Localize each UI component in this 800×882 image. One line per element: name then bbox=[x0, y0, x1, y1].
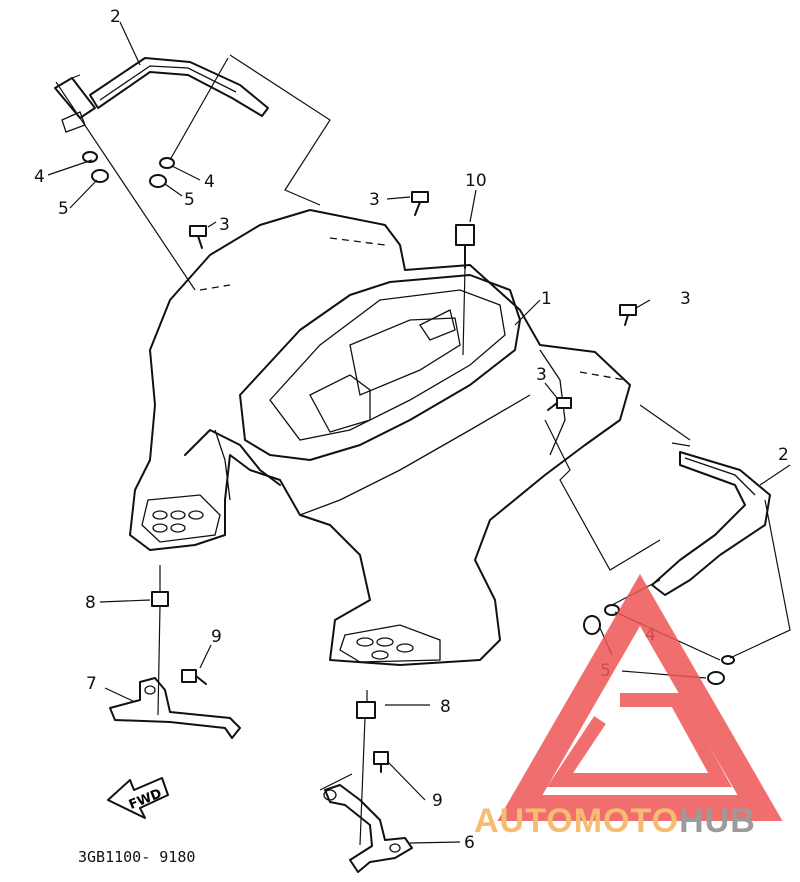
callout-3-right: 3 bbox=[680, 289, 691, 309]
bracket-7 bbox=[109, 677, 241, 739]
callout-3-left: 3 bbox=[219, 215, 230, 235]
callout-5-left: 5 bbox=[58, 199, 69, 219]
callout-2-left: 2 bbox=[110, 7, 121, 27]
right-guard bbox=[651, 442, 771, 596]
bolt-10 bbox=[455, 224, 475, 269]
drawing-code: 3GB1100- 9180 bbox=[78, 848, 195, 866]
callout-4-mid: 4 bbox=[204, 172, 215, 192]
watermark-logo-icon bbox=[497, 573, 783, 821]
screw-9-right bbox=[373, 751, 389, 773]
brand-part-auto: AUTO bbox=[474, 802, 574, 840]
callout-8-right: 8 bbox=[440, 697, 451, 717]
callout-6: 6 bbox=[464, 833, 475, 853]
callout-10: 10 bbox=[465, 171, 487, 191]
callout-3-mid: 3 bbox=[536, 365, 547, 385]
front-fender-body bbox=[129, 209, 631, 666]
bolt-3-top bbox=[411, 191, 429, 216]
callout-5-mid: 5 bbox=[184, 190, 195, 210]
callout-7: 7 bbox=[86, 674, 97, 694]
grommet-8-left bbox=[151, 591, 169, 607]
callout-2-right: 2 bbox=[778, 445, 789, 465]
callout-4-left: 4 bbox=[34, 167, 45, 187]
callout-1: 1 bbox=[541, 289, 552, 309]
nut-5-left bbox=[91, 169, 109, 183]
bracket-6 bbox=[323, 784, 413, 873]
screw-9-left bbox=[181, 669, 207, 685]
left-guard bbox=[54, 57, 269, 133]
nut-5-far bbox=[707, 671, 725, 685]
bolt-3-left bbox=[189, 225, 207, 249]
callout-9-right: 9 bbox=[432, 791, 443, 811]
fwd-arrow-icon: FWD bbox=[107, 777, 169, 819]
leader-lines bbox=[47, 21, 791, 846]
callouts: 2 4 5 4 5 3 3 10 1 3 3 2 8 9 7 4 5 8 9 6 bbox=[34, 7, 789, 853]
nut-4-left bbox=[82, 151, 98, 163]
bolt-3-right bbox=[619, 304, 637, 326]
watermark-brand: AUTOMOTOHUB bbox=[474, 802, 756, 840]
bolt-3-mid bbox=[547, 397, 572, 411]
brand-part-moto: MOTO bbox=[574, 802, 679, 840]
watermark: AUTOMOTOHUB bbox=[474, 573, 783, 840]
callout-9-left: 9 bbox=[211, 627, 222, 647]
brand-part-hub: HUB bbox=[679, 802, 756, 840]
grommet-8-right bbox=[356, 701, 376, 719]
nut-5-mid bbox=[149, 174, 167, 188]
callout-3-top: 3 bbox=[369, 190, 380, 210]
nut-4-mid bbox=[159, 157, 175, 169]
nut-5-right bbox=[583, 615, 601, 635]
callout-8-left: 8 bbox=[85, 593, 96, 613]
